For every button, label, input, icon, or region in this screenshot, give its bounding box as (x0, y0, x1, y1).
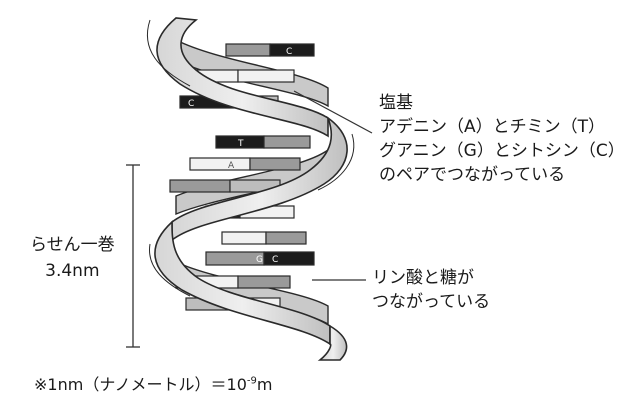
phosphate-sugar-annotation: リン酸と糖が つながっている (372, 266, 490, 314)
base-letter-c-left: C (188, 99, 194, 109)
base-pair-4 (216, 136, 310, 148)
footnote-exponent: -9 (247, 376, 257, 387)
nanometer-footnote: ※1nm（ナノメートル）＝10-9m (34, 371, 272, 395)
pitch-label-line1: らせん一巻 (30, 232, 115, 258)
footnote-text: ※1nm（ナノメートル）＝10 (34, 375, 247, 394)
base-pair-8 (222, 232, 306, 244)
base-letter-t: T (237, 139, 244, 149)
phosphate-label-line1: リン酸と糖が (372, 266, 490, 290)
base-letter-c-bottom: C (272, 255, 278, 265)
base-pair-1 (226, 44, 314, 56)
helix-pitch-annotation: らせん一巻 3.4nm (30, 232, 115, 284)
pitch-label-value: 3.4nm (30, 258, 115, 284)
base-pair-5 (190, 158, 300, 170)
base-letter-g: G (256, 255, 263, 265)
phosphate-label-line2: つながっている (372, 290, 490, 314)
base-label-line-pair: のペアでつながっている (379, 163, 625, 187)
footnote-unit: m (257, 375, 273, 394)
base-pair-annotation: 塩基 アデニン（A）とチミン（T） グアニン（G）とシトシン（C） のペアでつな… (379, 91, 625, 187)
base-label-line-gc: グアニン（G）とシトシン（C） (379, 139, 625, 163)
helix-pitch-bracket (126, 165, 140, 347)
base-letter-a: A (228, 161, 235, 171)
base-letter-c-top: C (286, 47, 292, 57)
base-label-line-at: アデニン（A）とチミン（T） (379, 115, 625, 139)
base-label-title: 塩基 (379, 91, 625, 115)
